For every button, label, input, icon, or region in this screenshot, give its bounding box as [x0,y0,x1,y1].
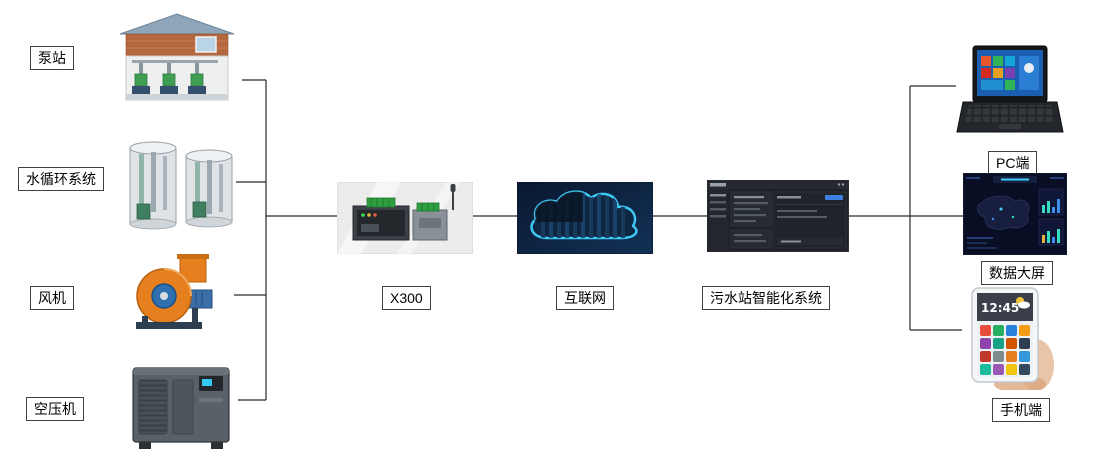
mobile-phone-icon: 12:45 [971,287,1054,390]
water-circulation-label: 水循环系统 [18,167,104,191]
phone-clock-text: 12:45 [981,301,1019,315]
pc-client-node [955,44,1065,144]
pump-house-icon [119,13,235,101]
data-screen-label: 数据大屏 [981,261,1053,285]
air-compressor-icon [132,367,230,449]
water-circulation-node [122,132,240,232]
water-tanks-icon [129,141,233,230]
mobile-client-node: 12:45 [962,285,1054,390]
sewage-system-screenshot [707,180,849,252]
gateway-label: X300 [382,286,431,310]
pump-station-node [112,8,242,108]
sewage-system-label: 污水站智能化系统 [702,286,830,310]
gateway-node [337,182,473,254]
pc-client-label: PC端 [988,151,1038,175]
data-screen-icon [963,173,1067,255]
internet-cloud-icon [517,182,653,254]
internet-label: 互联网 [556,286,614,310]
data-screen-node [963,173,1067,255]
mobile-client-label: 手机端 [992,398,1050,422]
sewage-system-node [707,180,849,252]
laptop-icon [956,45,1064,133]
air-compressor-node [125,358,237,454]
fan-node [122,252,234,334]
fan-label: 风机 [30,286,74,310]
gateway-device-icon [337,182,473,254]
fan-icon [136,254,213,329]
pump-station-label: 泵站 [30,46,74,70]
air-compressor-label: 空压机 [26,397,84,421]
internet-node [517,182,653,254]
